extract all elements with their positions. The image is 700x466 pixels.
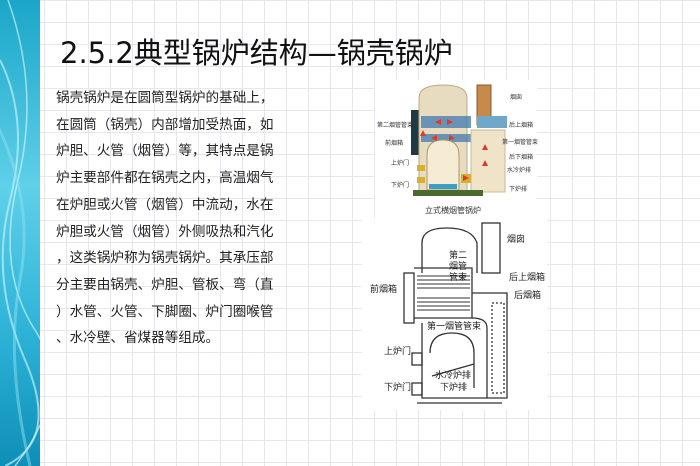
body-line: 炉主要部件都在锅壳之内，高温烟气 — [56, 170, 274, 187]
label-tube2: 第二烟管管束 — [449, 251, 468, 283]
label-front-box: 前烟箱 — [385, 140, 404, 147]
label-upper-door: 上炉门 — [384, 347, 412, 357]
label-lower-grate: 下炉排 — [440, 383, 468, 393]
body-line: 分主要由锅壳、炉胆、管板、弯（直 — [56, 276, 274, 293]
label-rear-upper: 后上烟箱 — [509, 122, 534, 129]
boiler-section-figure: 烟囱 第二烟管管束 后上烟箱 前烟箱 后烟箱 第一烟管管束 上炉门 水冷炉排 下… — [362, 218, 547, 410]
flow-arrows — [420, 119, 488, 181]
wave-decoration — [0, 0, 40, 466]
label-front-box: 前烟箱 — [370, 285, 398, 295]
label-tube1: 第一烟管管束 — [502, 139, 539, 146]
body-line: 、水冷壁、省煤器等组成。 — [56, 330, 220, 347]
label-chimney: 烟囱 — [507, 235, 526, 245]
label-lower-grate: 下炉排 — [509, 186, 528, 193]
body-line: 炉胆或火管（烟管）外侧吸热和汽化 — [56, 223, 274, 240]
label-upper-door: 上炉门 — [391, 160, 410, 167]
boiler-3d-illustration — [411, 84, 507, 196]
decorative-sidebar — [0, 0, 40, 466]
label-rear-box: 后烟箱 — [514, 291, 542, 301]
label-tube1: 第一烟管管束 — [427, 322, 482, 332]
body-line: ，这类锅炉称为锅壳锅炉。其承压部 — [56, 250, 274, 267]
body-line: 在圆筒（锅壳）内部增加受热面，如 — [56, 116, 274, 133]
label-rear-lower: 后下烟箱 — [509, 154, 534, 161]
label-chimney: 烟囱 — [510, 94, 523, 101]
label-lower-door: 下炉门 — [391, 182, 410, 189]
label-water-grate: 水冷炉排 — [435, 371, 472, 381]
body-line: 炉胆、火管（烟管）等，其特点是锅 — [56, 143, 274, 160]
body-line: 在炉胆或火管（烟管）中流动，水在 — [56, 196, 274, 213]
label-lower-door: 下炉门 — [384, 383, 412, 393]
boiler-section-drawing — [403, 222, 508, 404]
figure-caption: 立式横烟管锅炉 — [425, 206, 481, 215]
boiler-3d-figure: 烟囱 第二烟管管束 后上烟箱 前烟箱 第一烟管管束 后下烟箱 上炉门 水冷炉排 … — [375, 80, 539, 218]
body-line: 锅壳锅炉是在圆筒型锅炉的基础上， — [56, 90, 274, 106]
label-tube2: 第二烟管管束 — [377, 122, 414, 129]
body-text: 锅壳锅炉是在圆筒型锅炉的基础上， 在圆筒（锅壳）内部增加受热面，如 炉胆、火管（… — [56, 85, 321, 352]
body-line: ）水管、火管、下脚圈、炉门圈喉管 — [56, 303, 274, 320]
label-water-grate: 水冷炉排 — [507, 167, 532, 174]
page-title: 2.5.2典型锅炉结构—锅壳锅炉 — [60, 36, 453, 70]
label-rear-upper: 后上烟箱 — [509, 273, 546, 283]
